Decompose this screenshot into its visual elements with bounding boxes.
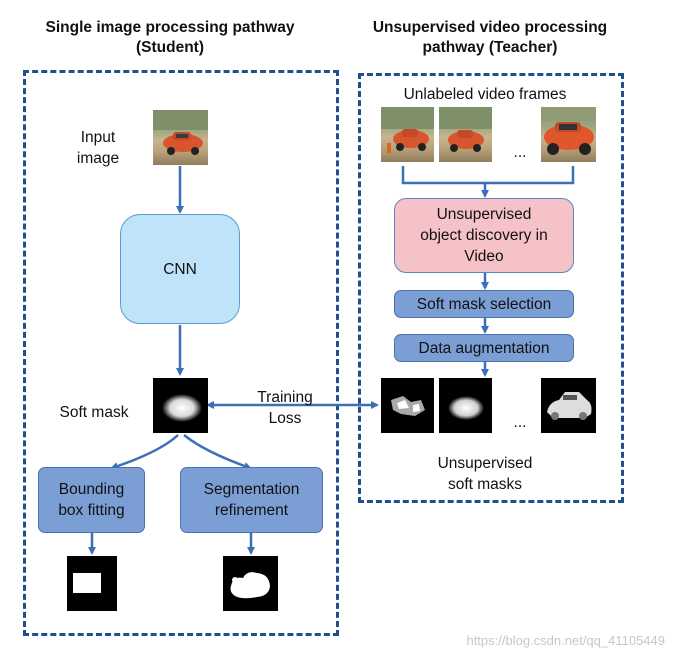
- cnn-block: CNN: [120, 214, 240, 324]
- teacher-mask-1: [381, 378, 434, 433]
- bounding-box-fitting-block: Bounding box fitting: [38, 467, 145, 533]
- scattered-mask-icon: [391, 396, 425, 416]
- bbox-line1: Bounding: [58, 481, 125, 498]
- student-title: Single image processing pathway (Student…: [20, 18, 320, 58]
- bbox-result-thumbnail: [67, 556, 117, 611]
- discovery-line2: object discovery in: [420, 227, 548, 244]
- student-pathway-frame: [23, 70, 339, 636]
- input-image-label: Input image: [68, 127, 128, 169]
- soft-mask-blob-icon: [162, 394, 202, 422]
- video-frames-label: Unlabeled video frames: [403, 86, 567, 103]
- student-title-line2: (Student): [135, 39, 204, 56]
- car-icon: [541, 107, 596, 155]
- input-image-label-line1: Input: [80, 129, 116, 146]
- video-frame-1: [381, 107, 434, 162]
- training-loss-line1: Training: [257, 389, 313, 406]
- seg-line1: Segmentation: [203, 481, 300, 498]
- discovery-line1: Unsupervised: [436, 206, 532, 223]
- soft-mask-selection-block: Soft mask selection: [394, 290, 574, 318]
- segmentation-result-thumbnail: [223, 556, 278, 611]
- frames-ellipsis: ...: [513, 144, 527, 161]
- arrow-softmask-to-bbox: [110, 434, 179, 470]
- soft-mask-selection-label: Soft mask selection: [416, 295, 552, 313]
- video-frame-2: [439, 107, 492, 162]
- teacher-mask-n: [541, 378, 596, 433]
- soft-mask-thumbnail: [153, 378, 208, 433]
- cnn-label: CNN: [163, 260, 197, 278]
- segmentation-blob-icon: [230, 572, 270, 599]
- object-discovery-block: Unsupervised object discovery in Video: [394, 198, 574, 273]
- soft-mask-label: Soft mask: [59, 404, 129, 421]
- watermark: https://blog.csdn.net/qq_41105449: [466, 633, 665, 648]
- segmentation-refinement-block: Segmentation refinement: [180, 467, 323, 533]
- car-icon: [381, 107, 434, 153]
- masks-ellipsis: ...: [513, 414, 527, 431]
- soft-mask-blob-icon: [448, 396, 484, 420]
- masks-label-line1: Unsupervised: [437, 455, 533, 472]
- teacher-title: Unsupervised video processing pathway (T…: [350, 18, 630, 58]
- bbox-rect-icon: [73, 573, 101, 593]
- car-icon: [439, 107, 492, 152]
- frames-bracket: [401, 166, 575, 185]
- teacher-pathway-frame: [358, 73, 624, 503]
- car-icon: [153, 110, 208, 155]
- teacher-title-line1: Unsupervised video processing: [372, 19, 608, 36]
- video-frame-n: [541, 107, 596, 162]
- training-loss-line2: Loss: [268, 410, 302, 427]
- unsupervised-masks-label: Unsupervised soft masks: [405, 453, 565, 495]
- student-title-line1: Single image processing pathway: [45, 19, 295, 36]
- arrow-softmask-to-seg: [183, 434, 252, 470]
- input-image-thumbnail: [153, 110, 208, 165]
- seg-line2: refinement: [214, 502, 289, 519]
- data-augmentation-block: Data augmentation: [394, 334, 574, 362]
- masks-label-line2: soft masks: [447, 476, 523, 493]
- teacher-title-line2: pathway (Teacher): [422, 39, 558, 56]
- teacher-mask-2: [439, 378, 492, 433]
- discovery-line3: Video: [464, 248, 504, 265]
- training-loss-label: Training Loss: [240, 387, 330, 429]
- input-image-label-line2: image: [76, 150, 120, 167]
- car-silhouette-mask-icon: [547, 392, 592, 420]
- data-augmentation-label: Data augmentation: [418, 339, 550, 357]
- bbox-line2: box fitting: [58, 502, 125, 519]
